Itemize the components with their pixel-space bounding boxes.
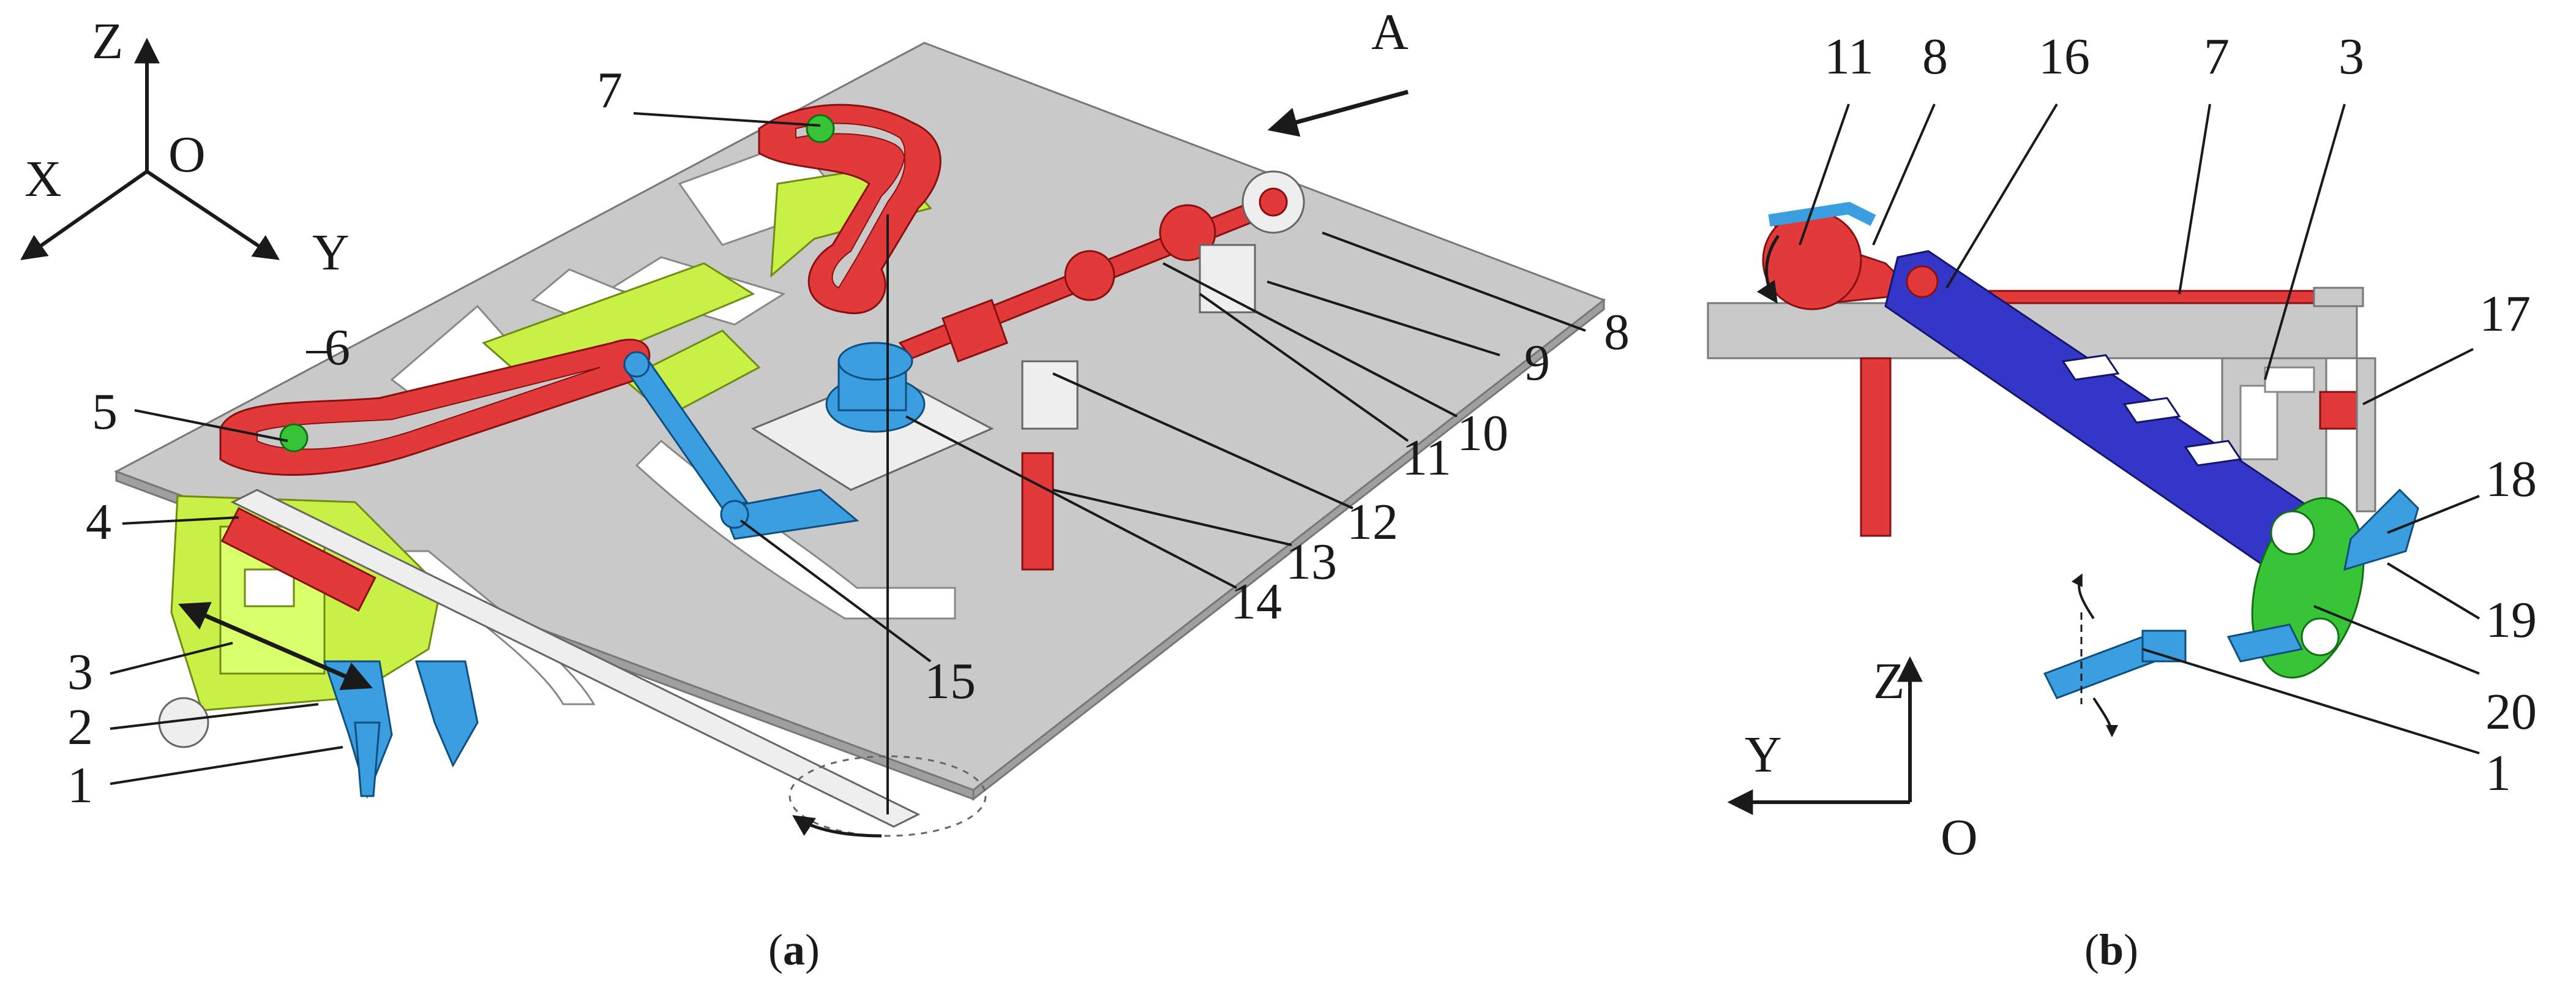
fork-arm — [2343, 488, 2419, 571]
label-a-10: 10 — [1457, 405, 1508, 462]
label-b-19: 19 — [2485, 592, 2537, 648]
axis-x-label: X — [24, 151, 62, 208]
label-a-8: 8 — [1604, 304, 1630, 361]
label-a-7: 7 — [597, 62, 623, 119]
axis-y-label: Y — [312, 224, 350, 281]
cam-track-left — [219, 339, 651, 476]
label-b-1: 1 — [2485, 745, 2511, 802]
cam-track-right — [758, 103, 942, 314]
label-b-11: 11 — [1824, 28, 1874, 85]
turntable — [751, 342, 1054, 571]
label-b-3: 3 — [2338, 28, 2364, 85]
label-a-1: 1 — [67, 757, 93, 814]
caption-b: (b) — [2084, 925, 2138, 974]
axis-z-label-b: Z — [1873, 653, 1904, 710]
grippers — [158, 660, 479, 799]
label-b-17: 17 — [2479, 285, 2531, 342]
axis-o-label-b: O — [1941, 809, 1978, 866]
label-a-2: 2 — [67, 699, 93, 756]
drive-shaft — [898, 170, 1305, 430]
axis-z-label: Z — [92, 13, 123, 70]
label-b-16: 16 — [2039, 28, 2090, 85]
caption-a: (a) — [768, 925, 820, 974]
axis-y-label-b: Y — [1745, 726, 1782, 783]
guide-rail — [220, 489, 921, 828]
label-b-20: 20 — [2485, 683, 2537, 740]
frame-leg — [1860, 357, 1892, 537]
label-a-3: 3 — [67, 644, 93, 701]
label-a-direction: A — [1371, 4, 1409, 61]
label-a-14: 14 — [1230, 573, 1282, 630]
label-a-4: 4 — [86, 494, 111, 551]
axes-a: Z X Y O — [20, 13, 350, 281]
panel-b: Z Y O 11 8 16 7 3 17 18 19 20 1 (b) — [1707, 28, 2537, 974]
gripper-b — [2043, 636, 2157, 699]
label-a-6: 6 — [324, 319, 350, 376]
label-a-11: 11 — [1402, 429, 1451, 486]
sensor — [2319, 391, 2358, 430]
cam-track-edge — [1988, 290, 2327, 304]
panel-a: Z X Y O — [20, 4, 1630, 974]
label-a-13: 13 — [1286, 533, 1337, 590]
label-b-18: 18 — [2485, 451, 2537, 508]
label-b-8: 8 — [1922, 28, 1948, 85]
linkage-arm — [623, 351, 859, 540]
label-a-5: 5 — [92, 383, 118, 440]
label-a-9: 9 — [1524, 334, 1550, 391]
label-a-15: 15 — [924, 653, 976, 710]
axis-o-label: O — [168, 126, 206, 183]
label-a-12: 12 — [1347, 494, 1398, 551]
label-b-7: 7 — [2204, 28, 2230, 85]
